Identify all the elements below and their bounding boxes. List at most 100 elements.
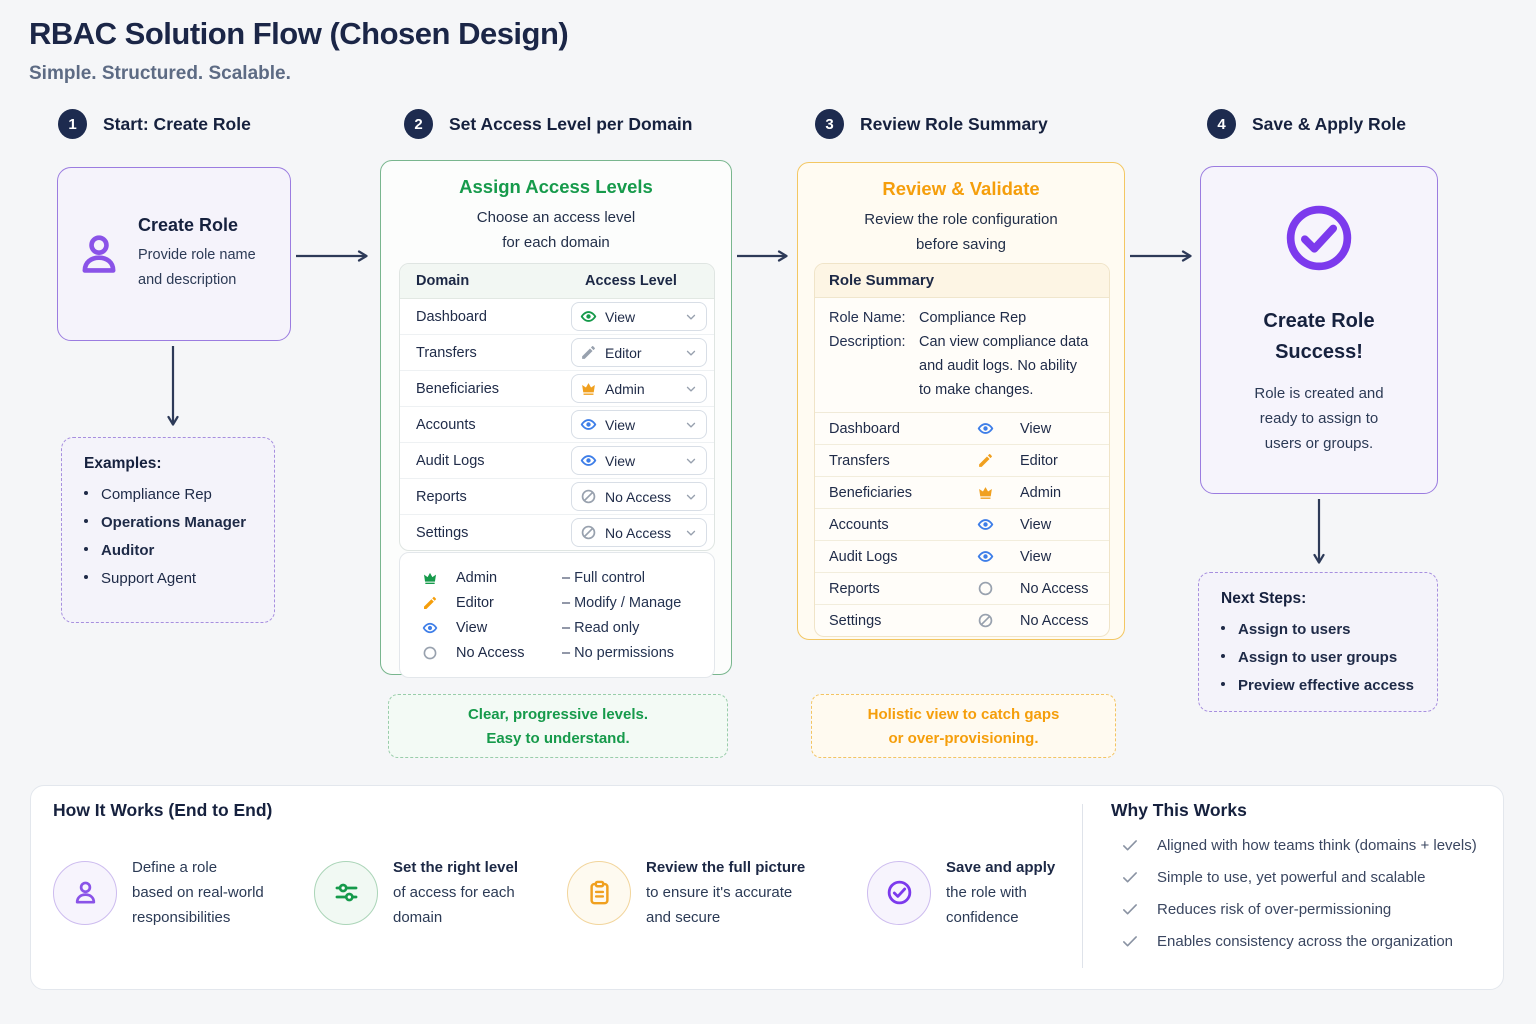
list-item: Support Agent [84,570,252,587]
access-level-value: Editor [605,344,642,361]
summary-level-value: No Access [1020,612,1089,629]
table-row: Settings No Access [400,515,714,550]
summary-level-icon [977,420,999,437]
domain-column-header: Domain [416,273,470,289]
summary-row: Reports No Access [815,573,1109,605]
role-summary-panel: Role Summary Role Name: Compliance Rep D… [814,263,1110,637]
step-header-3: 3 Review Role Summary [815,109,1048,139]
domain-label: Reports [416,488,467,505]
review-validate-card: Review & Validate Review the role config… [797,162,1125,640]
table-row: Reports No Access [400,479,714,515]
legend-icon [422,570,444,586]
check-icon [1121,836,1139,854]
table-row: Accounts View [400,407,714,443]
access-level-dropdown[interactable]: No Access [571,518,707,547]
step-number-badge: 1 [58,109,87,139]
step-number-badge: 4 [1207,109,1236,139]
access-level-dropdown[interactable]: View [571,410,707,439]
legend-name: No Access [456,644,525,661]
why-item: Aligned with how teams think (domains + … [1121,836,1477,854]
step-header-1: 1 Start: Create Role [58,109,251,139]
summary-level-value: View [1020,420,1052,437]
access-level-dropdown[interactable]: View [571,302,707,331]
legend-row: No Access – No permissions [400,640,714,665]
legend-icon [422,645,444,661]
step-header-2: 2 Set Access Level per Domain [404,109,693,139]
summary-level-icon [977,548,999,565]
access-level-value: View [605,308,636,325]
check-icon [1121,900,1139,918]
why-item: Simple to use, yet powerful and scalable [1121,868,1425,886]
why-item: Reduces risk of over-permissioning [1121,900,1391,918]
list-item: Preview effective access [1221,677,1415,694]
legend-row: Editor – Modify / Manage [400,590,714,615]
create-role-title: Create Role [138,215,239,235]
page-subtitle: Simple. Structured. Scalable. [29,63,291,84]
access-level-dropdown[interactable]: View [571,446,707,475]
list-item-label: Support Agent [101,570,197,587]
access-level-dropdown[interactable]: Admin [571,374,707,403]
summary-level-icon [977,516,999,533]
role-summary-info: Role Name: Compliance Rep Description: C… [815,298,1109,413]
chevron-down-icon [684,526,698,540]
legend-row: View – Read only [400,615,714,640]
bullet-dot [84,575,88,579]
role-summary-rows: Dashboard View Transfers Editor Benefici… [815,413,1109,636]
description-label: Description: [829,334,906,350]
step-number-badge: 2 [404,109,433,139]
step-header-4: 4 Save & Apply Role [1207,109,1406,139]
list-item: Auditor [84,542,252,559]
access-level-value: No Access [605,524,672,541]
legend-icon [422,595,444,611]
domain-label: Transfers [416,344,477,361]
role-name-value: Compliance Rep [919,310,1027,326]
role-name-label: Role Name: [829,310,906,326]
bullet-dot [1221,682,1225,686]
legend-name: Editor [456,594,494,611]
why-this-works-heading: Why This Works [1111,800,1247,820]
access-level-value: View [605,452,636,469]
step-label: Start: Create Role [103,113,251,134]
summary-row: Audit Logs View [815,541,1109,573]
list-item-label: Compliance Rep [101,486,212,503]
check-icon [1121,868,1139,886]
summary-level-value: Admin [1020,484,1062,501]
chevron-down-icon [684,418,698,432]
step-number-badge: 3 [815,109,844,139]
step-icon [333,879,360,906]
access-level-dropdown[interactable]: No Access [571,482,707,511]
legend-name: View [456,619,488,636]
summary-level-value: View [1020,548,1052,565]
access-level-dropdown[interactable]: Editor [571,338,707,367]
step-icon [586,879,613,906]
list-item-label: Assign to user groups [1238,649,1398,666]
list-item: Compliance Rep [84,486,252,503]
step-icon-circle [567,860,631,925]
table-row: Transfers Editor [400,335,714,371]
list-item-label: Preview effective access [1238,677,1414,694]
bullet-dot [1221,654,1225,658]
step-icon [886,879,913,906]
check-icon [1121,932,1139,950]
access-level-icon [580,488,597,505]
summary-level-value: View [1020,516,1052,533]
step-icon-circle [314,860,378,925]
domain-label: Audit Logs [416,452,485,469]
domain-label: Accounts [416,416,476,433]
access-level-column-header: Access Level [585,273,677,289]
step-icon-circle [53,860,117,925]
access-level-value: Admin [605,380,645,397]
summary-domain: Audit Logs [829,548,898,565]
why-item-label: Aligned with how teams think (domains + … [1157,836,1477,854]
